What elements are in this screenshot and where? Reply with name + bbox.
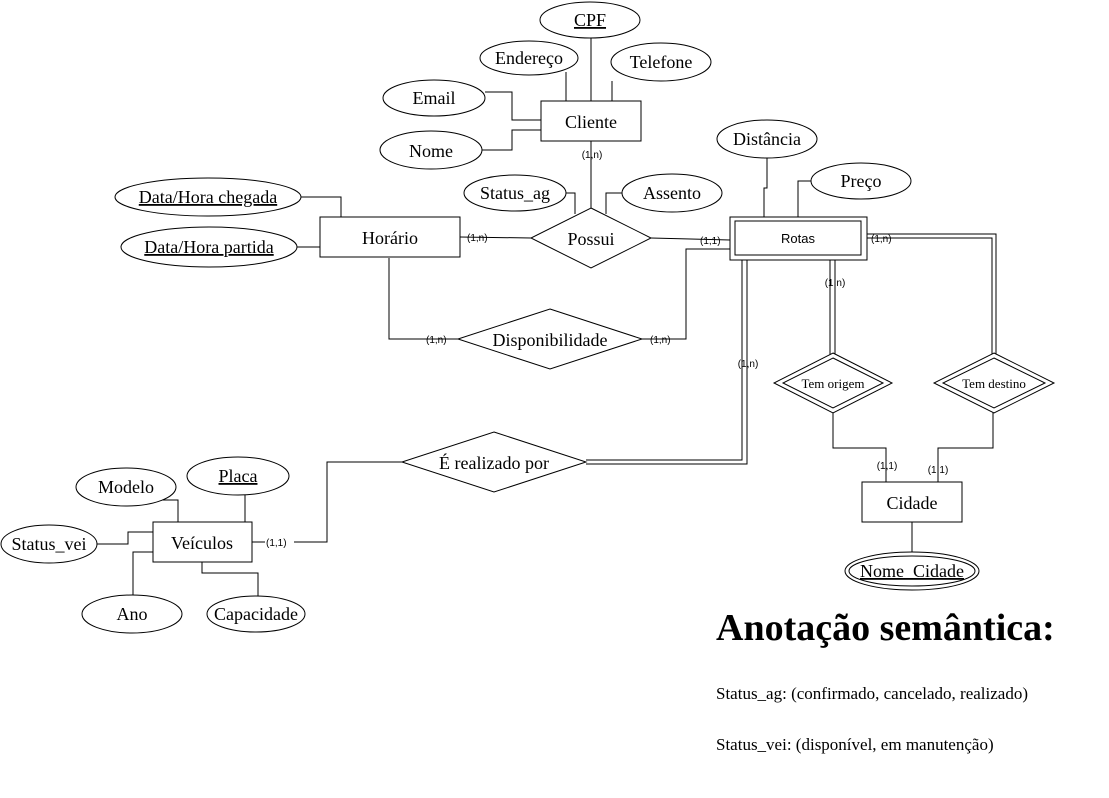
relationship-tem-destino-label: Tem destino: [962, 376, 1026, 391]
attribute-assento[interactable]: Assento: [621, 173, 723, 213]
card-rotas-disponibilidade: (1,n): [650, 335, 671, 346]
relationship-realizado-por[interactable]: É realizado por: [400, 431, 588, 493]
card-cidade-temorigem: (1,1): [877, 461, 898, 472]
attribute-modelo[interactable]: Modelo: [75, 467, 177, 507]
relationship-realizado-por-label: É realizado por: [439, 452, 549, 473]
entity-rotas-label: Rotas: [781, 231, 815, 246]
attribute-data-hora-chegada[interactable]: Data/Hora chegada: [114, 177, 302, 217]
entity-veiculos-label: Veículos: [171, 533, 233, 553]
line-capacidade-veiculos: [201, 562, 259, 597]
line-rotas-temdestino-b: [866, 237, 993, 354]
line-realizado-veiculos: [294, 461, 402, 543]
annotation-status-vei: Status_vei: (disponível, em manutenção): [716, 735, 994, 754]
entity-cliente-label: Cliente: [565, 112, 617, 132]
attribute-data-hora-partida-label: Data/Hora partida: [144, 237, 273, 257]
attribute-nome-cidade[interactable]: Nome_Cidade: [844, 551, 980, 591]
line-disponibilidade-rotas: [642, 248, 730, 340]
attribute-status-vei[interactable]: Status_vei: [0, 524, 98, 564]
line-statusag-possui: [565, 192, 576, 214]
attribute-distancia[interactable]: Distância: [716, 119, 818, 159]
attribute-capacidade-label: Capacidade: [214, 604, 298, 624]
card-rotas-temdestino: (1,n): [871, 234, 892, 245]
line-preco-rotas: [797, 180, 813, 218]
entity-horario-label: Horário: [362, 228, 418, 248]
connector-lines: [97, 38, 997, 597]
cardinality-labels: (1,n) (1,n) (1,1) (1,n) (1,n) (1,n) (1,n…: [266, 150, 948, 549]
relationship-possui-label: Possui: [567, 229, 614, 249]
line-temorigem-cidade: [832, 412, 887, 482]
attribute-nome-label: Nome: [409, 141, 453, 161]
attribute-cpf[interactable]: CPF: [539, 1, 641, 39]
attribute-status-ag[interactable]: Status_ag: [463, 174, 567, 212]
card-veiculos-realizado: (1,1): [266, 538, 287, 549]
line-rotas-temdestino-a: [866, 233, 997, 354]
line-temdestino-cidade: [937, 412, 994, 482]
line-possui-rotas: [650, 237, 731, 241]
attribute-status-vei-label: Status_vei: [12, 534, 87, 554]
line-statusvei-veiculos: [97, 531, 153, 545]
attribute-email[interactable]: Email: [382, 79, 486, 117]
attribute-email-label: Email: [413, 88, 456, 108]
entity-cliente[interactable]: Cliente: [540, 100, 642, 142]
line-horario-disponibilidade: [388, 258, 458, 340]
line-chegada-horario: [301, 196, 342, 218]
card-horario-possui: (1,n): [467, 233, 488, 244]
identifying-relationship-tem-origem[interactable]: Tem origem: [772, 352, 894, 414]
identifying-relationship-tem-destino[interactable]: Tem destino: [932, 352, 1056, 414]
annotation-status-ag: Status_ag: (confirmado, cancelado, reali…: [716, 684, 1029, 703]
weak-entity-rotas[interactable]: Rotas: [729, 216, 868, 261]
card-cliente-possui: (1,n): [582, 150, 603, 161]
attribute-capacidade[interactable]: Capacidade: [206, 595, 306, 633]
line-horario-possui: [459, 236, 532, 239]
attribute-ano-label: Ano: [117, 604, 148, 624]
attribute-ano[interactable]: Ano: [81, 594, 183, 634]
attribute-preco[interactable]: Preço: [810, 162, 912, 200]
attribute-preco-label: Preço: [841, 171, 882, 191]
attribute-modelo-label: Modelo: [98, 477, 154, 497]
line-modelo-veiculos: [160, 499, 179, 522]
relationship-disponibilidade[interactable]: Disponibilidade: [456, 308, 644, 370]
line-email-cliente: [485, 91, 541, 121]
attribute-data-hora-partida[interactable]: Data/Hora partida: [120, 226, 298, 268]
card-rotas-temorigem: (1,n): [825, 278, 846, 289]
line-assento-possui: [605, 192, 624, 214]
attribute-telefone-label: Telefone: [630, 52, 693, 72]
attribute-cpf-label: CPF: [574, 10, 606, 30]
attribute-nome[interactable]: Nome: [379, 130, 483, 170]
attribute-telefone[interactable]: Telefone: [610, 42, 712, 82]
entity-horario[interactable]: Horário: [319, 216, 461, 258]
line-rotas-realizado-b: [586, 260, 748, 465]
annotation-title: Anotação semântica:: [716, 607, 1055, 649]
line-rotas-realizado-a: [586, 260, 743, 461]
entity-cidade[interactable]: Cidade: [861, 481, 963, 523]
entity-cidade-label: Cidade: [887, 493, 938, 513]
attribute-placa-label: Placa: [219, 466, 258, 486]
line-ano-veiculos: [132, 551, 153, 596]
attribute-endereco-label: Endereço: [495, 48, 563, 68]
entity-veiculos[interactable]: Veículos: [152, 521, 253, 563]
card-horario-disponibilidade: (1,n): [426, 335, 447, 346]
attribute-assento-label: Assento: [643, 183, 701, 203]
relationship-disponibilidade-label: Disponibilidade: [493, 330, 608, 350]
attribute-nome-cidade-label: Nome_Cidade: [860, 561, 964, 581]
attribute-status-ag-label: Status_ag: [480, 183, 550, 203]
relationship-possui[interactable]: Possui: [529, 207, 653, 269]
attribute-distancia-label: Distância: [733, 129, 801, 149]
card-rotas-possui: (1,1): [700, 236, 721, 247]
card-cidade-temdestino: (1,1): [928, 465, 949, 476]
attribute-endereco[interactable]: Endereço: [479, 40, 579, 76]
line-distancia-rotas: [763, 158, 768, 218]
card-rotas-realizado: (1,n): [738, 359, 759, 370]
attribute-placa[interactable]: Placa: [186, 456, 290, 496]
relationship-tem-origem-label: Tem origem: [802, 376, 865, 391]
attribute-data-hora-chegada-label: Data/Hora chegada: [139, 187, 277, 207]
line-nome-cliente: [482, 129, 541, 151]
